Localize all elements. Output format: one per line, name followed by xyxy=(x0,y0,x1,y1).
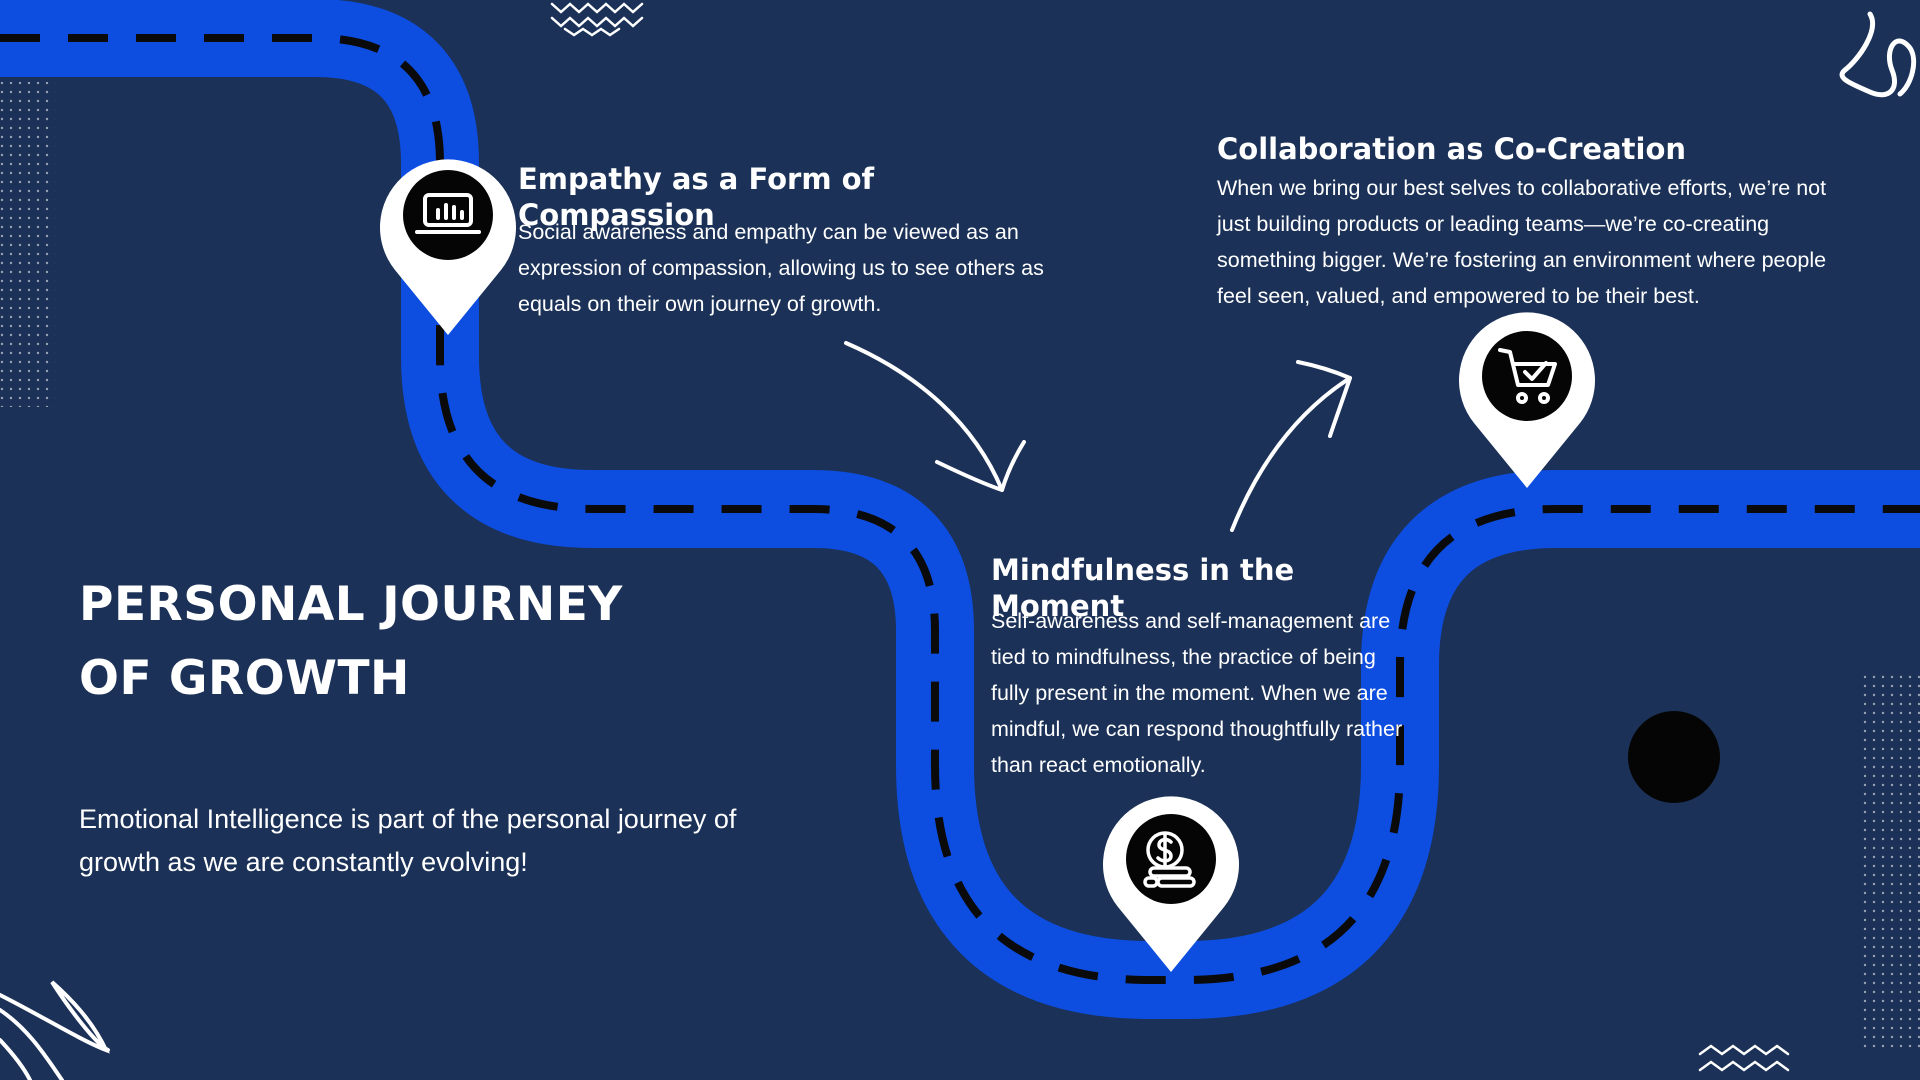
zigzag-decoration-bottom xyxy=(1698,1044,1790,1072)
intro-text: Emotional Intelligence is part of the pe… xyxy=(79,804,737,877)
curved-arrow-down-right xyxy=(844,341,1026,492)
milestone-pin-mindfulness xyxy=(1103,796,1239,972)
milestone-body-mindfulness: Self-awareness and self-management are t… xyxy=(991,609,1403,777)
milestone-body-collaboration: When we bring our best selves to collabo… xyxy=(1217,176,1827,308)
milestone-title-collaboration: Collaboration as Co-Creation xyxy=(1217,132,1687,166)
milestone-body-empathy: Social awareness and empathy can be view… xyxy=(518,220,1044,316)
dot-grid-left xyxy=(0,82,55,407)
journey-road-center-dashes xyxy=(0,34,1920,984)
decorative-black-dot xyxy=(1628,711,1720,803)
dot-grid-right xyxy=(1860,670,1920,1050)
money-coins-icon xyxy=(1143,831,1196,888)
milestone-pin-collaboration xyxy=(1459,312,1595,488)
zigzag-decoration-top xyxy=(550,2,644,37)
page-title: PERSONAL JOURNEY OF GROWTH xyxy=(79,568,699,716)
milestone-title-empathy: Empathy as a Form of Compassion xyxy=(518,162,875,232)
scribble-decoration-top-right xyxy=(1839,11,1917,98)
milestone-title-mindfulness: Mindfulness in the Moment xyxy=(991,553,1295,623)
shopping-cart-check-icon xyxy=(1498,348,1557,404)
scribble-decoration-bottom-left xyxy=(0,980,110,1080)
curved-arrow-up-right xyxy=(1230,360,1352,532)
milestone-pin-empathy xyxy=(380,159,516,335)
laptop-chart-icon xyxy=(415,193,481,234)
page-title-line-1: PERSONAL JOURNEY xyxy=(79,577,623,632)
page-title-line-2: OF GROWTH xyxy=(79,651,410,706)
